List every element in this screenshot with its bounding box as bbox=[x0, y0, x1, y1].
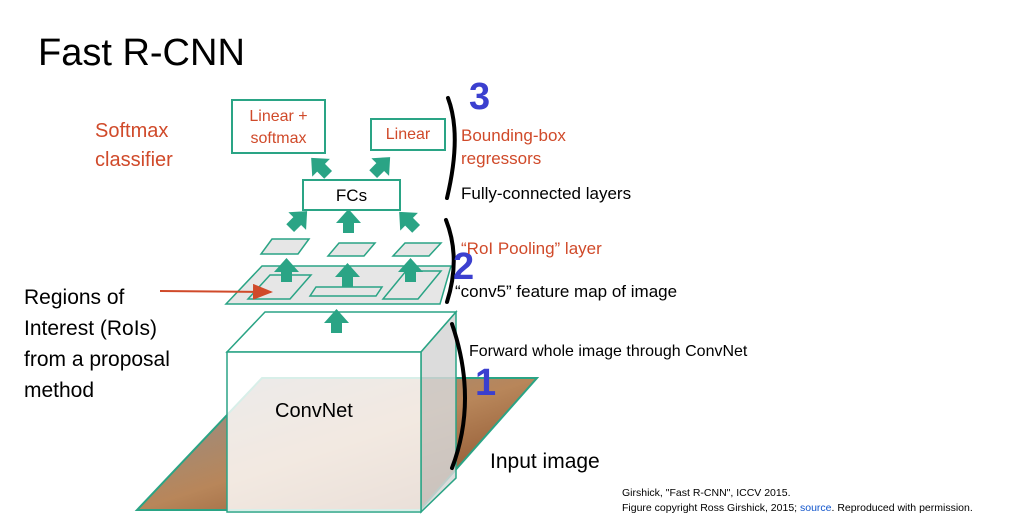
arrow-up-icon bbox=[274, 258, 299, 282]
pooled-roi bbox=[326, 242, 377, 257]
input-image-label: Input image bbox=[490, 450, 600, 473]
conv5-label: “conv5” feature map of image bbox=[455, 282, 678, 301]
citation: Girshick, "Fast R-CNN", ICCV 2015. Figur… bbox=[622, 486, 973, 516]
fcs-box: FCs bbox=[302, 179, 401, 211]
label-line: Bounding-box bbox=[461, 126, 566, 145]
braces bbox=[444, 96, 467, 470]
rois-label: Regions of Interest (RoIs) from a propos… bbox=[24, 282, 170, 406]
convnet-label: ConvNet bbox=[275, 400, 353, 422]
linear-softmax-box: Linear + softmax bbox=[231, 99, 326, 154]
roi-region bbox=[381, 270, 443, 300]
arrow-up-icon bbox=[324, 309, 349, 333]
softmax-classifier-label: Softmax classifier bbox=[95, 117, 173, 175]
arrow-diag-icon bbox=[369, 157, 391, 179]
box-label: Linear + bbox=[249, 108, 308, 125]
source-link[interactable]: source bbox=[800, 502, 832, 514]
label-line: Regions of bbox=[24, 286, 125, 309]
linear-box: Linear bbox=[370, 118, 446, 151]
label-line: Softmax bbox=[95, 120, 169, 142]
stage-number-2: 2 bbox=[453, 246, 475, 288]
citation-text: Figure copyright Ross Girshick, 2015; bbox=[622, 502, 800, 514]
roi-pointer-arrow bbox=[159, 283, 273, 300]
flow-arrows bbox=[274, 157, 423, 333]
forward-label: Forward whole image through ConvNet bbox=[469, 343, 748, 360]
citation-line: Girshick, "Fast R-CNN", ICCV 2015. bbox=[622, 487, 791, 499]
pooled-roi bbox=[259, 238, 311, 255]
stage-number-3: 3 bbox=[469, 76, 491, 118]
convnet-front-face bbox=[226, 351, 422, 513]
arrow-diag-icon bbox=[286, 211, 308, 233]
fc-layers-label: Fully-connected layers bbox=[461, 184, 632, 203]
citation-text: . Reproduced with permission. bbox=[831, 502, 973, 514]
arrow-up-icon bbox=[335, 263, 360, 287]
bbox-regressors-label: Bounding-box regressors bbox=[461, 124, 566, 170]
label-line: regressors bbox=[461, 149, 542, 168]
label-line: from a proposal bbox=[24, 348, 170, 371]
arrow-diag-icon bbox=[399, 211, 421, 233]
label-line: Interest (RoIs) bbox=[24, 317, 158, 340]
stage-number-1: 1 bbox=[475, 362, 497, 404]
box-label: softmax bbox=[250, 130, 307, 147]
citation-line: Figure copyright Ross Girshick, 2015; so… bbox=[622, 501, 973, 516]
arrow-up-icon bbox=[398, 258, 423, 282]
slide-title: Fast R-CNN bbox=[38, 32, 245, 74]
pooled-roi bbox=[391, 242, 443, 257]
label-line: classifier bbox=[95, 149, 173, 171]
label-line: method bbox=[24, 379, 95, 402]
roi-pooling-label: “RoI Pooling” layer bbox=[461, 239, 602, 258]
arrow-up-icon bbox=[336, 209, 361, 233]
roi-region bbox=[308, 286, 384, 297]
arrow-diag-icon bbox=[311, 157, 333, 179]
